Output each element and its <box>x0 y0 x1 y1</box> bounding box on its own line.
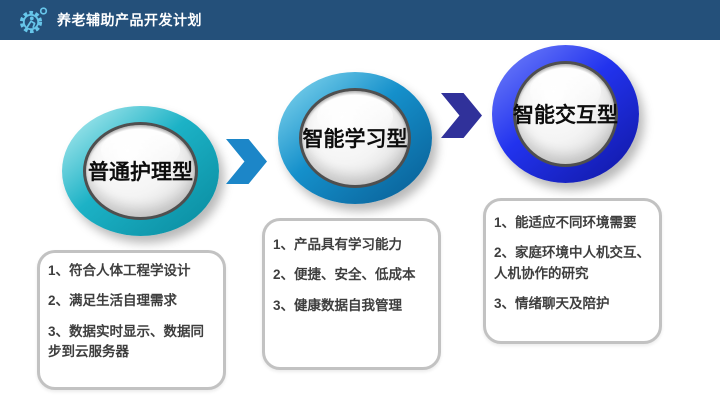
note-item: 3、数据实时显示、数据同步到云服务器 <box>48 323 205 359</box>
note-item: 1、符合人体工程学设计 <box>48 263 191 278</box>
stage-circle-face: 智能交互型 <box>513 61 618 167</box>
stage-circle-face: 普通护理型 <box>83 122 198 220</box>
note-item: 2、家庭环境中人机交互、人机协作的研究 <box>494 245 651 281</box>
stage-label: 智能学习型 <box>302 128 408 151</box>
stage-circle-ordinary-care: 普通护理型 <box>62 106 219 236</box>
stage-circle-smart-learning: 智能学习型 <box>278 72 432 204</box>
header-bar: 养老辅助产品开发计划 <box>0 0 720 40</box>
chevron-right-icon <box>441 93 482 138</box>
note-item: 1、能适应不同环境需要 <box>494 215 637 230</box>
note-item: 3、健康数据自我管理 <box>273 297 403 313</box>
stage-circle-smart-interactive: 智能交互型 <box>492 45 639 183</box>
note-item: 2、便捷、安全、低成本 <box>273 267 416 283</box>
stage-note-box-ordinary-care: 1、符合人体工程学设计 2、满足生活自理需求 3、数据实时显示、数据同步到云服务… <box>37 250 226 390</box>
chevron-right-icon <box>226 139 267 184</box>
stage-label: 智能交互型 <box>513 104 618 127</box>
note-item: 3、情绪聊天及陪护 <box>494 295 610 311</box>
stage-label: 普通护理型 <box>88 161 193 184</box>
note-item: 1、产品具有学习能力 <box>273 237 403 252</box>
slide-title: 养老辅助产品开发计划 <box>57 12 202 28</box>
stage-note-box-smart-interactive: 1、能适应不同环境需要 2、家庭环境中人机交互、人机协作的研究 3、情绪聊天及陪… <box>483 198 662 344</box>
stage-circle-face: 智能学习型 <box>299 88 411 188</box>
note-item: 2、满足生活自理需求 <box>48 293 178 309</box>
gear-person-icon <box>19 7 48 34</box>
stage-note-box-smart-learning: 1、产品具有学习能力 2、便捷、安全、低成本 3、健康数据自我管理 <box>262 218 441 370</box>
